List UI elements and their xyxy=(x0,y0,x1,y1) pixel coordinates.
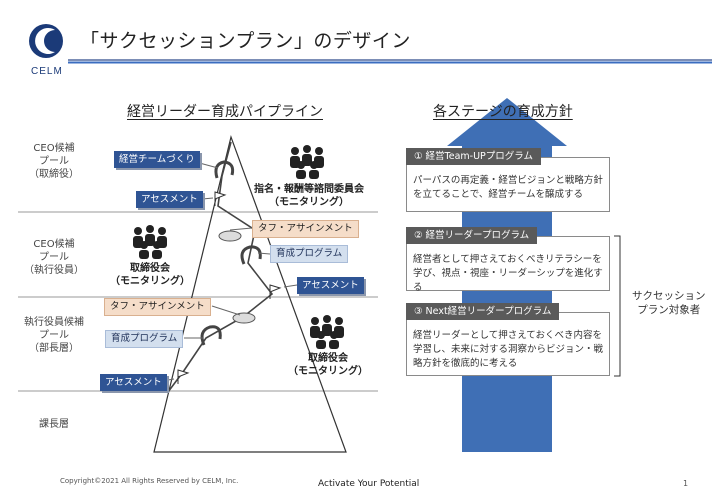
tagline: Activate Your Potential xyxy=(318,479,420,489)
flag-icon xyxy=(177,369,190,384)
stage-card-2-head: ② 経営リーダープログラム xyxy=(406,227,538,244)
assessment-label-top: アセスメント xyxy=(136,191,203,208)
flag-icon xyxy=(269,284,282,299)
team-building-label: 経営チームづくり xyxy=(114,151,200,168)
logo-text: CELM xyxy=(31,66,63,77)
flag-icon xyxy=(214,191,227,206)
tier-label-exec-candidate: 執行役員候補プール（部長層） xyxy=(24,317,84,354)
succession-target-label: サクセッションプラン対象者 xyxy=(632,290,706,316)
group-people-icon xyxy=(290,145,324,179)
path-loop-icon xyxy=(214,160,235,179)
stages-heading: 各ステージの育成方針 xyxy=(433,104,573,120)
nomination-committee: 指名・報酬等諮問委員会（モニタリング） xyxy=(254,184,364,208)
training-program-label-mid: 育成プログラム xyxy=(270,245,349,263)
stage-card-3-head: ③ Next経営リーダープログラム xyxy=(406,303,560,320)
career-path xyxy=(167,141,274,393)
page-title: 「サクセッションプラン」のデザイン xyxy=(80,30,411,52)
assessment-label-mid: アセスメント xyxy=(297,277,364,294)
page-number: 1 xyxy=(683,479,689,488)
board-low: 取締役会（モニタリング） xyxy=(288,353,368,377)
stage-card-1: ① 経営Team-UPプログラム パーパスの再定義・経営ビジョンと戦略方針を立て… xyxy=(406,148,610,212)
connector-line xyxy=(211,305,241,316)
stage-card-3-body: 経営リーダーとして押さえておくべき内容を学習し、未来に対する洞察からビジョン・戦… xyxy=(413,330,604,369)
tier-label-manager: 課長層 xyxy=(39,419,69,430)
assessment-label-low: アセスメント xyxy=(100,374,167,391)
connector-line xyxy=(229,227,253,231)
celm-logo-icon xyxy=(29,24,63,58)
tier-label-ceo-board: CEO候補プール（取締役） xyxy=(29,143,79,180)
stage-card-1-head: ① 経営Team-UPプログラム xyxy=(406,148,541,165)
tough-assignment-label-low: タフ・アサインメント xyxy=(104,298,211,316)
group-people-icon xyxy=(133,225,167,259)
stage-card-2: ② 経営リーダープログラム 経営者として押さえておくべきリテラシーを学び、視点・… xyxy=(406,227,610,293)
assignment-node xyxy=(218,230,242,242)
header-graphics xyxy=(29,24,712,64)
tier-label-ceo-exec: CEO候補プール（執行役員） xyxy=(24,239,84,276)
path-loop-icon xyxy=(240,245,262,265)
stage-card-1-body: パーパスの再定義・経営ビジョンと戦略方針を立てることで、経営チームを醸成する xyxy=(413,175,603,200)
connector-line xyxy=(283,284,298,288)
tough-assignment-label-mid: タフ・アサインメント xyxy=(252,220,359,238)
copyright: Copyright©2021 All Rights Reserved by CE… xyxy=(60,477,239,485)
group-people-icon xyxy=(310,315,344,349)
assignment-node xyxy=(232,312,256,324)
target-bracket xyxy=(614,235,621,377)
board-mid: 取締役会（モニタリング） xyxy=(110,263,190,287)
connector-line xyxy=(257,252,271,255)
pipeline-pyramid xyxy=(153,134,347,453)
stage-card-3: ③ Next経営リーダープログラム 経営リーダーとして押さえておくべき内容を学習… xyxy=(406,303,610,376)
stage-card-2-body: 経営者として押さえておくべきリテラシーを学び、視点・視座・リーダーシップを進化す… xyxy=(413,254,603,293)
training-program-label-low: 育成プログラム xyxy=(105,330,184,348)
pipeline-heading: 経営リーダー育成パイプライン xyxy=(127,104,323,120)
